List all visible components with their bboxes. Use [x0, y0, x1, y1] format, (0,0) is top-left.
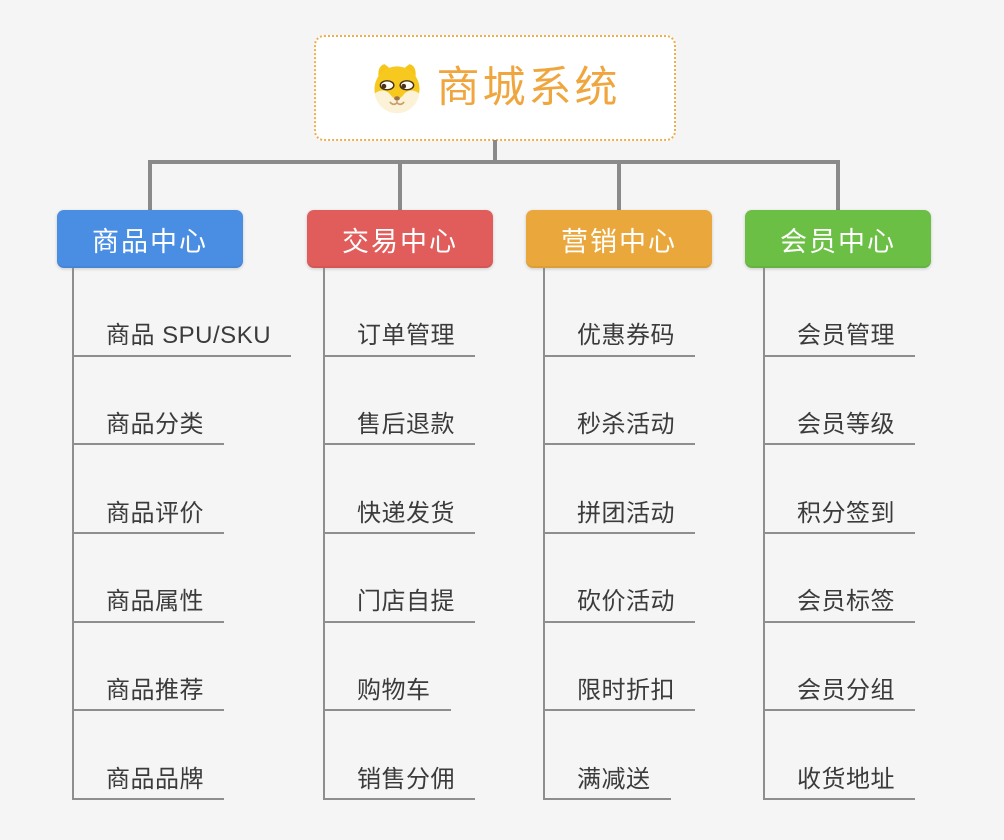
dog-face-icon — [370, 61, 424, 115]
leaf-label: 会员等级 — [763, 411, 915, 446]
leaf-label: 商品属性 — [72, 588, 224, 623]
leaf-label: 拼团活动 — [543, 500, 695, 535]
leaf-label: 商品分类 — [72, 411, 224, 446]
leaf-node[interactable]: 会员分组 — [763, 623, 1003, 712]
leaf-node[interactable]: 销售分佣 — [323, 711, 563, 801]
leaf-label: 快递发货 — [323, 500, 475, 535]
leaf-label: 商品推荐 — [72, 677, 224, 712]
branch-node-member[interactable]: 会员中心 — [745, 210, 931, 268]
leaf-label: 售后退款 — [323, 411, 475, 446]
leaf-label: 商品品牌 — [72, 766, 224, 801]
branch-label: 交易中心 — [342, 226, 458, 257]
leaf-label: 会员分组 — [763, 677, 915, 712]
leaf-label: 销售分佣 — [323, 766, 475, 801]
branch-node-marketing[interactable]: 营销中心 — [526, 210, 712, 268]
branch-column-marketing: 优惠券码 秒杀活动 拼团活动 砍价活动 限时折扣 满减送 — [543, 268, 783, 801]
leaf-node[interactable]: 商品分类 — [72, 357, 312, 446]
leaf-label: 满减送 — [543, 766, 671, 801]
leaf-label: 限时折扣 — [543, 677, 695, 712]
leaf-label: 商品评价 — [72, 500, 224, 535]
connector-stub-marketing — [617, 160, 621, 210]
leaf-node[interactable]: 门店自提 — [323, 534, 563, 623]
connector-stub-trade — [398, 160, 402, 210]
branch-node-product[interactable]: 商品中心 — [57, 210, 243, 268]
leaf-label: 订单管理 — [323, 322, 475, 357]
leaf-label: 会员管理 — [763, 322, 915, 357]
branch-label: 会员中心 — [780, 226, 896, 257]
leaf-node[interactable]: 售后退款 — [323, 357, 563, 446]
leaf-node[interactable]: 会员等级 — [763, 357, 1003, 446]
connector-stub-member — [836, 160, 840, 210]
leaf-label: 收货地址 — [763, 766, 915, 801]
leaf-node[interactable]: 优惠券码 — [543, 268, 783, 357]
leaf-label: 门店自提 — [323, 588, 475, 623]
branch-node-trade[interactable]: 交易中心 — [307, 210, 493, 268]
leaf-node[interactable]: 商品推荐 — [72, 623, 312, 712]
leaf-label: 积分签到 — [763, 500, 915, 535]
leaf-node[interactable]: 收货地址 — [763, 711, 1003, 801]
branch-column-member: 会员管理 会员等级 积分签到 会员标签 会员分组 收货地址 — [763, 268, 1003, 801]
root-title: 商城系统 — [436, 63, 621, 112]
leaf-label: 优惠券码 — [543, 322, 695, 357]
leaf-label: 商品 SPU/SKU — [72, 322, 292, 357]
branch-label: 营销中心 — [561, 226, 677, 257]
leaf-node[interactable]: 购物车 — [323, 623, 563, 712]
leaf-node[interactable]: 会员管理 — [763, 268, 1003, 357]
branch-label: 商品中心 — [92, 226, 208, 257]
leaf-node[interactable]: 会员标签 — [763, 534, 1003, 623]
connector-stub-product — [148, 160, 152, 210]
leaf-label: 秒杀活动 — [543, 411, 695, 446]
leaf-node[interactable]: 满减送 — [543, 711, 783, 801]
branch-column-trade: 订单管理 售后退款 快递发货 门店自提 购物车 销售分佣 — [323, 268, 563, 801]
leaf-node[interactable]: 快递发货 — [323, 445, 563, 535]
leaf-node[interactable]: 砍价活动 — [543, 534, 783, 623]
leaf-label: 砍价活动 — [543, 588, 695, 623]
leaf-node[interactable]: 限时折扣 — [543, 623, 783, 712]
leaf-label: 会员标签 — [763, 588, 915, 623]
leaf-label: 购物车 — [323, 677, 451, 712]
branch-column-product: 商品 SPU/SKU 商品分类 商品评价 商品属性 商品推荐 商品品牌 — [72, 268, 312, 801]
leaf-node[interactable]: 秒杀活动 — [543, 357, 783, 446]
leaf-node[interactable]: 商品评价 — [72, 445, 312, 535]
connector-root-drop — [493, 140, 497, 164]
leaf-node[interactable]: 商品品牌 — [72, 711, 312, 801]
leaf-node[interactable]: 拼团活动 — [543, 445, 783, 535]
leaf-node[interactable]: 订单管理 — [323, 268, 563, 357]
leaf-node[interactable]: 商品属性 — [72, 534, 312, 623]
leaf-node[interactable]: 商品 SPU/SKU — [72, 268, 312, 357]
leaf-node[interactable]: 积分签到 — [763, 445, 1003, 535]
connector-trunk — [148, 160, 840, 164]
root-node[interactable]: 商城系统 — [314, 35, 676, 141]
